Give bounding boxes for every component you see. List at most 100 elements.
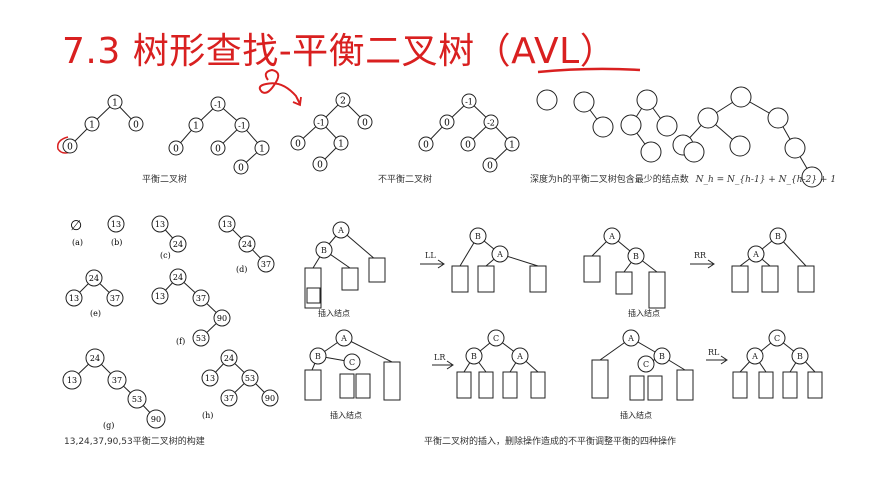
ll-node-A: A: [337, 226, 344, 235]
tree3-node-4: 1: [338, 140, 344, 150]
min-node-trees: [536, 86, 823, 188]
rl-label: RL: [708, 348, 720, 357]
tree1-node-root: 1: [112, 99, 118, 109]
h-node-53: 53: [245, 374, 255, 383]
rotation-RL: A B C RL 插入结点 C A B: [591, 329, 823, 420]
highlight-circle-annotation: [56, 136, 71, 154]
construction-sequence: ∅ (a) 13 (b) 13 24 (c) 13 24 37 (d) 24 1…: [62, 215, 279, 430]
ll-result-B: B: [475, 232, 481, 241]
rr-result-A: A: [752, 250, 759, 259]
tree4-node-5: 1: [509, 141, 515, 151]
lr-label: LR: [434, 353, 446, 362]
rr-node-B: B: [633, 252, 639, 261]
empty-tree-symbol: ∅: [70, 218, 82, 234]
c-node-13: 13: [155, 220, 165, 229]
d-node-37: 37: [261, 260, 271, 269]
h-node-24: 24: [224, 354, 234, 363]
tree4-node-root: -1: [465, 98, 473, 107]
ll-label: LL: [425, 251, 436, 260]
g-node-90: 90: [151, 415, 161, 424]
tree4-node-3: 0: [423, 141, 429, 151]
b-node-13: 13: [111, 220, 121, 229]
rl-result-B: B: [797, 352, 803, 361]
tree2-node-1: 1: [193, 122, 199, 132]
g-node-37: 37: [112, 376, 122, 385]
e-node-37: 37: [110, 294, 120, 303]
caption-unbalanced: 不平衡二叉树: [378, 175, 433, 185]
tree1-node-left: 1: [89, 121, 95, 131]
g-node-13: 13: [67, 376, 77, 385]
label-g: (g): [103, 421, 114, 430]
e-node-24: 24: [89, 274, 99, 283]
label-b: (b): [111, 238, 122, 247]
rotation-LL: A B LL 插入结点 B A: [304, 221, 547, 318]
unbalanced-tree-3: 2 -1 0 0 1 0: [290, 92, 373, 172]
rl-node-C: C: [643, 360, 649, 369]
f-node-53: 53: [196, 334, 206, 343]
caption-balanced: 平衡二叉树: [142, 175, 188, 185]
h-node-90: 90: [265, 394, 275, 403]
ll-insert-label: 插入结点: [318, 308, 350, 318]
label-h: (h): [202, 411, 213, 420]
avl-underline-annotation: [537, 67, 641, 74]
h-node-37: 37: [224, 394, 234, 403]
rr-insert-label: 插入结点: [628, 308, 660, 318]
g-node-53: 53: [132, 395, 142, 404]
rl-result-A: A: [751, 352, 758, 361]
tree3-node-root: 2: [340, 97, 346, 107]
lr-result-B: B: [471, 352, 477, 361]
h-node-13: 13: [205, 374, 215, 383]
tree4-node-4: 0: [465, 141, 471, 151]
tree1-node-leaf: 0: [67, 143, 73, 153]
rl-result-C: C: [774, 334, 780, 343]
caption-rotations: 平衡二叉树的插入，删除操作造成的不平衡调整平衡的四种操作: [424, 437, 677, 447]
f-node-13: 13: [155, 292, 165, 301]
tree3-node-3: 0: [295, 140, 301, 150]
tree2-node-root: -1: [214, 101, 222, 110]
g-node-24: 24: [90, 354, 100, 363]
tree2-node-4: 0: [215, 145, 221, 155]
lr-insert-label: 插入结点: [330, 410, 362, 420]
caption-min-nodes-text: 深度为h的平衡二叉树包含最少的结点数: [530, 175, 689, 185]
tree2-node-2: -1: [238, 122, 246, 131]
tree3-node-5: 0: [317, 161, 323, 171]
label-a: (a): [72, 238, 83, 247]
lr-node-B: B: [315, 352, 321, 361]
lr-result-C: C: [493, 334, 499, 343]
caption-construct: 13,24,37,90,53平衡二叉树的构建: [64, 437, 205, 447]
rr-label: RR: [694, 251, 707, 260]
swirl-arrow-annotation: [258, 68, 301, 105]
caption-min-nodes-formula: N_h = N_{h-1} + N_{h-2} + 1: [695, 175, 837, 185]
tree4-node-2: -2: [487, 119, 495, 128]
label-e: (e): [90, 309, 101, 318]
ll-result-A: A: [496, 250, 503, 259]
rl-node-A: A: [627, 334, 634, 343]
rr-result-B: B: [775, 232, 781, 241]
f-node-37: 37: [196, 294, 206, 303]
label-f: (f): [176, 337, 185, 346]
f-node-90: 90: [217, 314, 227, 323]
rl-insert-label: 插入结点: [620, 410, 652, 420]
d-node-13: 13: [222, 220, 232, 229]
tree2-node-5: 1: [259, 145, 265, 155]
d-node-24: 24: [242, 240, 252, 249]
label-d: (d): [236, 265, 247, 274]
page-title: 7.3 树形查找-平衡二叉树（AVL）: [62, 31, 617, 72]
lr-node-A: A: [340, 334, 347, 343]
lr-node-C: C: [349, 358, 355, 367]
tree4-node-1: 0: [444, 119, 450, 129]
label-c: (c): [160, 251, 171, 260]
unbalanced-tree-4: -1 0 -2 0 0 1 0: [418, 93, 520, 173]
f-node-24: 24: [173, 273, 183, 282]
balanced-tree-2: -1 1 -1 0 0 1 0: [168, 96, 270, 175]
caption-min-nodes: 深度为h的平衡二叉树包含最少的结点数 N_h = N_{h-1} + N_{h-…: [530, 172, 836, 185]
tree2-node-3: 0: [173, 145, 179, 155]
tree4-node-6: 0: [487, 162, 493, 172]
swirl-arrowhead: [292, 96, 302, 107]
rotation-RR: A B RR 插入结点 B A: [583, 227, 815, 318]
tree2-node-6: 0: [238, 164, 244, 174]
c-node-24: 24: [173, 240, 183, 249]
tree1-node-right: 0: [133, 121, 139, 131]
rr-node-A: A: [608, 232, 615, 241]
